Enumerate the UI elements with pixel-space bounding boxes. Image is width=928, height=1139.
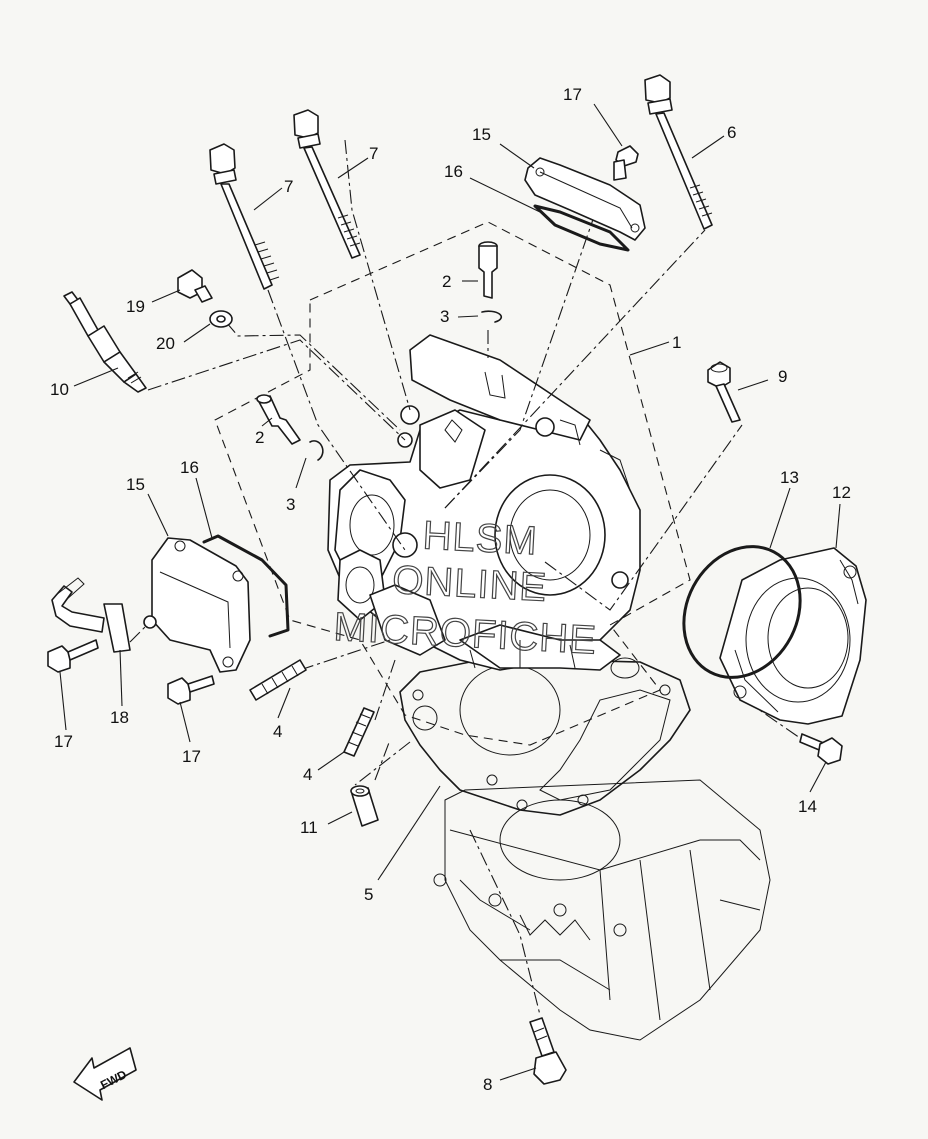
valve-guide-upper	[478, 241, 498, 299]
bolt-17-bottom	[167, 675, 215, 705]
watermark-line-2: ONLINE	[391, 558, 548, 610]
dowel-pin	[350, 785, 379, 827]
washer-20	[209, 310, 233, 328]
gasket-top	[533, 204, 630, 252]
callout-11: 11	[300, 818, 318, 837]
assembly-lines	[129, 139, 801, 1016]
callout-6: 6	[727, 123, 736, 142]
callout-16-top: 16	[444, 162, 463, 181]
valve-cover-top	[524, 157, 646, 241]
callout-15-side: 15	[126, 475, 145, 494]
watermark-line-1: HLSM	[422, 513, 539, 563]
callout-4-upper: 4	[273, 722, 282, 741]
callout-16-side: 16	[180, 458, 199, 477]
callout-13: 13	[780, 468, 799, 487]
valve-guide-left	[256, 394, 301, 445]
cylinder-head-assembly-outline	[214, 221, 691, 746]
callout-17-bottom: 17	[182, 747, 201, 766]
circlip-upper	[481, 310, 503, 323]
callout-2-left: 2	[255, 428, 264, 447]
gasket-side	[202, 534, 290, 638]
callout-19: 19	[126, 297, 145, 316]
bolt-8	[529, 1017, 567, 1085]
callout-15-top: 15	[472, 125, 491, 144]
callout-10: 10	[50, 380, 69, 399]
callout-7-left: 7	[284, 177, 293, 196]
bolt-14	[799, 733, 843, 765]
bolt-19	[177, 269, 213, 303]
callout-18: 18	[110, 708, 129, 727]
cylinder-head-bolt-7-center	[293, 109, 361, 259]
callout-14: 14	[798, 797, 817, 816]
callout-5: 5	[364, 885, 373, 904]
callout-17-left: 17	[54, 732, 73, 751]
callout-4-lower: 4	[303, 765, 312, 784]
o-ring	[682, 545, 802, 679]
callout-12: 12	[832, 483, 851, 502]
spark-plug	[63, 291, 147, 393]
callout-labels: 1 2 2 3 3 4 4 5 6 7 7 8 9 10 11 12 13 14…	[50, 85, 851, 1094]
stud-bolt-lower	[343, 707, 375, 757]
callout-2-upper: 2	[442, 272, 451, 291]
circlip-left	[309, 440, 324, 461]
bolt-17-top	[613, 145, 639, 181]
cylinder-block	[433, 779, 771, 1041]
cylinder-head	[327, 334, 641, 679]
bolt-9	[707, 361, 741, 423]
bolt-17-left	[47, 639, 99, 673]
leader-lines	[59, 103, 841, 1081]
fwd-arrow: FWD	[73, 1047, 137, 1101]
head-gasket	[399, 659, 691, 816]
callout-3-upper: 3	[440, 307, 449, 326]
callout-1: 1	[672, 333, 681, 352]
callout-17-top: 17	[563, 85, 582, 104]
callout-20: 20	[156, 334, 175, 353]
breather-bracket	[51, 577, 131, 653]
stud-bolt-upper	[249, 659, 307, 701]
cylinder-head-bolt-6	[644, 74, 713, 230]
valve-cover-side	[143, 537, 251, 673]
cylinder-head-bolt-7-left	[209, 143, 280, 290]
callout-3-left: 3	[286, 495, 295, 514]
callout-8: 8	[483, 1075, 492, 1094]
callout-7-center: 7	[369, 144, 378, 163]
callout-9: 9	[778, 367, 787, 386]
